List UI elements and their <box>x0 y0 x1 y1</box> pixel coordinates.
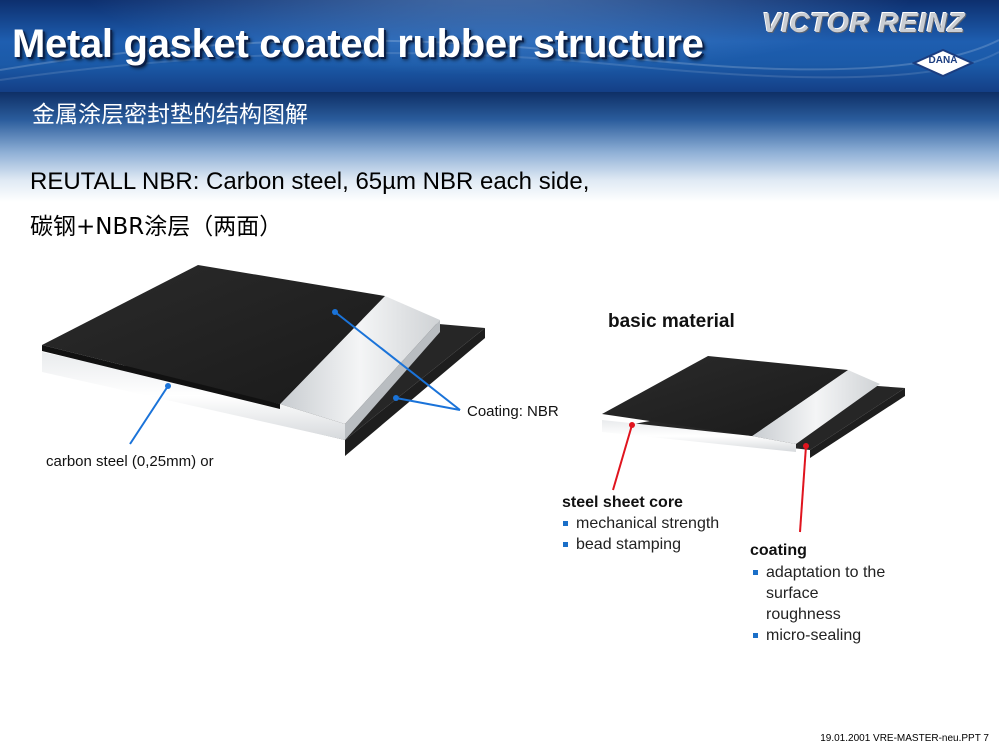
right-top-coating <box>602 356 848 436</box>
right-gasket-illustration <box>602 356 905 458</box>
slide-footer: 19.01.2001 VRE-MASTER-neu.PPT 7 <box>820 733 989 744</box>
left-gasket-illustration <box>42 265 485 456</box>
material-description: REUTALL NBR: Carbon steel, 65µm NBR each… <box>30 168 590 195</box>
coating-list: adaptation to the surface roughness micr… <box>752 562 885 646</box>
basic-material-heading: basic material <box>608 311 735 332</box>
dana-logo-icon <box>912 48 974 78</box>
left-pointer-lines <box>129 311 461 445</box>
left-top-coating <box>42 265 385 404</box>
page-subtitle: 金属涂层密封垫的结构图解 <box>32 102 308 128</box>
right-steel-core-top <box>752 370 880 444</box>
list-item: roughness <box>766 606 841 623</box>
core-label: carbon steel (0,25mm) or <box>46 453 214 470</box>
coating-heading: coating <box>750 542 807 559</box>
header-banner <box>0 0 999 92</box>
left-bottom-coating <box>345 328 485 456</box>
steel-core-list: mechanical strength bead stamping <box>562 513 719 555</box>
brand-logo: VICTOR REINZ <box>762 7 966 38</box>
material-description-cn: 碳钢+NBR涂层（两面） <box>30 214 283 240</box>
right-bottom-coating <box>810 388 905 458</box>
page-title: Metal gasket coated rubber structure <box>12 22 704 66</box>
bullet-icon <box>753 633 758 638</box>
header-glow <box>0 0 999 92</box>
dana-logo-text: DANA <box>928 55 958 66</box>
steel-core-heading: steel sheet core <box>562 494 683 511</box>
left-steel-core-edge <box>42 352 345 440</box>
header-fade-band <box>0 92 999 202</box>
list-item: bead stamping <box>562 534 719 555</box>
right-steel-core-edge <box>602 420 796 452</box>
bullet-icon <box>753 570 758 575</box>
bullet-icon <box>563 542 568 547</box>
list-item: adaptation to the <box>752 562 885 583</box>
bullet-icon <box>563 521 568 526</box>
list-item: mechanical strength <box>562 513 719 534</box>
list-item: micro-sealing <box>752 625 885 646</box>
coating-label: Coating: NBR <box>467 403 559 420</box>
right-pointer-lines <box>612 424 807 533</box>
header-swoosh <box>0 39 999 81</box>
left-steel-core-top <box>280 296 440 424</box>
list-item: surface <box>766 585 819 602</box>
